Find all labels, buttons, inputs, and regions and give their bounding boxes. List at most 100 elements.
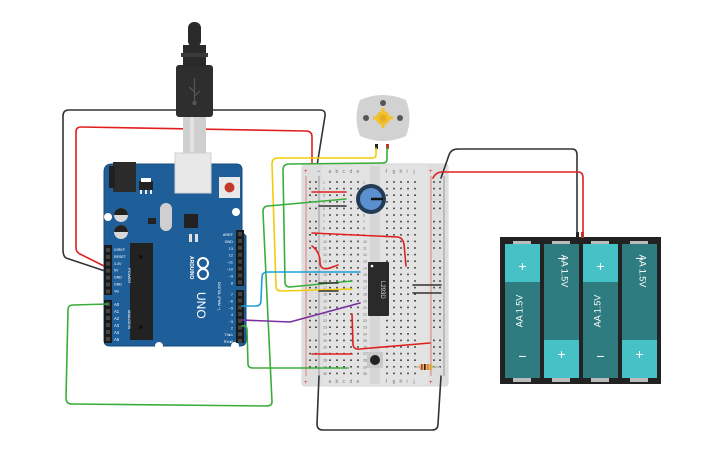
rail-hole[interactable] (315, 280, 317, 282)
breadboard-hole[interactable] (350, 286, 352, 289)
breadboard-hole[interactable] (329, 313, 331, 315)
breadboard-hole[interactable] (414, 286, 416, 289)
breadboard-hole[interactable] (393, 319, 395, 322)
breadboard-hole[interactable] (357, 227, 359, 229)
breadboard-hole[interactable] (386, 319, 388, 322)
breadboard-hole[interactable] (407, 234, 409, 236)
breadboard-hole[interactable] (400, 359, 402, 361)
breadboard-hole[interactable] (400, 201, 402, 203)
breadboard-hole[interactable] (386, 260, 388, 262)
rail-hole[interactable] (309, 339, 311, 342)
breadboard-hole[interactable] (400, 181, 402, 183)
breadboard-hole[interactable] (343, 214, 345, 216)
rail-hole[interactable] (439, 319, 441, 322)
breadboard-hole[interactable] (350, 346, 352, 348)
breadboard-hole[interactable] (357, 300, 359, 302)
breadboard-hole[interactable] (407, 214, 409, 216)
breadboard-hole[interactable] (414, 227, 416, 229)
rail-hole[interactable] (309, 247, 311, 249)
rail-hole[interactable] (315, 273, 317, 276)
rail-hole[interactable] (439, 339, 441, 342)
breadboard-hole[interactable] (329, 207, 331, 210)
breadboard-hole[interactable] (407, 181, 409, 183)
breadboard-hole[interactable] (329, 366, 331, 368)
breadboard-hole[interactable] (414, 253, 416, 256)
breadboard-hole[interactable] (393, 313, 395, 315)
breadboard-hole[interactable] (357, 253, 359, 256)
rail-hole[interactable] (433, 234, 435, 236)
breadboard-hole[interactable] (357, 313, 359, 315)
rail-hole[interactable] (315, 181, 317, 183)
breadboard-hole[interactable] (336, 313, 338, 315)
breadboard-hole[interactable] (414, 326, 416, 328)
header-pin[interactable] (106, 248, 110, 252)
wire-black-bottom[interactable] (316, 375, 442, 431)
breadboard-hole[interactable] (414, 201, 416, 203)
rail-hole[interactable] (433, 227, 435, 229)
breadboard-hole[interactable] (400, 240, 402, 243)
breadboard-hole[interactable] (393, 306, 395, 309)
breadboard-hole[interactable] (400, 293, 402, 295)
rail-hole[interactable] (315, 306, 317, 309)
breadboard-hole[interactable] (336, 247, 338, 249)
breadboard-hole[interactable] (329, 201, 331, 203)
rail-hole[interactable] (433, 326, 435, 328)
rail-hole[interactable] (315, 366, 317, 368)
rail-hole[interactable] (433, 346, 435, 348)
breadboard-hole[interactable] (329, 240, 331, 243)
rail-hole[interactable] (433, 306, 435, 309)
breadboard-hole[interactable] (350, 326, 352, 328)
breadboard-hole[interactable] (329, 346, 331, 348)
breadboard-hole[interactable] (407, 319, 409, 322)
rail-hole[interactable] (439, 207, 441, 210)
breadboard-hole[interactable] (357, 286, 359, 289)
breadboard-hole[interactable] (336, 346, 338, 348)
breadboard-hole[interactable] (393, 280, 395, 282)
breadboard-hole[interactable] (393, 220, 395, 223)
rail-hole[interactable] (315, 339, 317, 342)
battery-cell[interactable]: +−AA 1.5V (544, 241, 579, 382)
breadboard-hole[interactable] (357, 273, 359, 276)
wire-red-battery[interactable] (432, 171, 584, 234)
breadboard-hole[interactable] (393, 366, 395, 368)
rail-hole[interactable] (433, 240, 435, 243)
breadboard-hole[interactable] (407, 247, 409, 249)
rail-hole[interactable] (439, 247, 441, 249)
breadboard-hole[interactable] (357, 346, 359, 348)
rail-hole[interactable] (309, 194, 311, 196)
rail-hole[interactable] (315, 286, 317, 289)
rail-hole[interactable] (439, 359, 441, 361)
breadboard-hole[interactable] (400, 352, 402, 355)
breadboard-hole[interactable] (407, 306, 409, 309)
rail-hole[interactable] (309, 300, 311, 302)
breadboard-hole[interactable] (386, 234, 388, 236)
breadboard-hole[interactable] (357, 333, 359, 335)
rail-hole[interactable] (315, 326, 317, 328)
breadboard-hole[interactable] (336, 366, 338, 368)
header-pin[interactable] (238, 292, 242, 296)
breadboard-hole[interactable] (350, 267, 352, 269)
breadboard-hole[interactable] (393, 181, 395, 183)
rail-hole[interactable] (439, 187, 441, 190)
wire-green-pot-a0[interactable] (65, 198, 347, 407)
breadboard-hole[interactable] (414, 280, 416, 282)
breadboard-hole[interactable] (329, 280, 331, 282)
breadboard-hole[interactable] (414, 240, 416, 243)
breadboard-hole[interactable] (400, 227, 402, 229)
breadboard-hole[interactable] (343, 366, 345, 368)
breadboard-hole[interactable] (343, 253, 345, 256)
breadboard-hole[interactable] (393, 352, 395, 355)
breadboard-hole[interactable] (407, 313, 409, 315)
rail-hole[interactable] (315, 234, 317, 236)
breadboard-hole[interactable] (357, 260, 359, 262)
breadboard-hole[interactable] (400, 300, 402, 302)
breadboard-hole[interactable] (386, 366, 388, 368)
breadboard-hole[interactable] (343, 240, 345, 243)
breadboard-hole[interactable] (400, 306, 402, 309)
battery-cell[interactable]: +−AA 1.5V (583, 241, 618, 382)
breadboard-hole[interactable] (357, 339, 359, 342)
breadboard-hole[interactable] (357, 306, 359, 309)
breadboard-hole[interactable] (393, 273, 395, 276)
rail-hole[interactable] (433, 313, 435, 315)
breadboard-hole[interactable] (329, 319, 331, 322)
